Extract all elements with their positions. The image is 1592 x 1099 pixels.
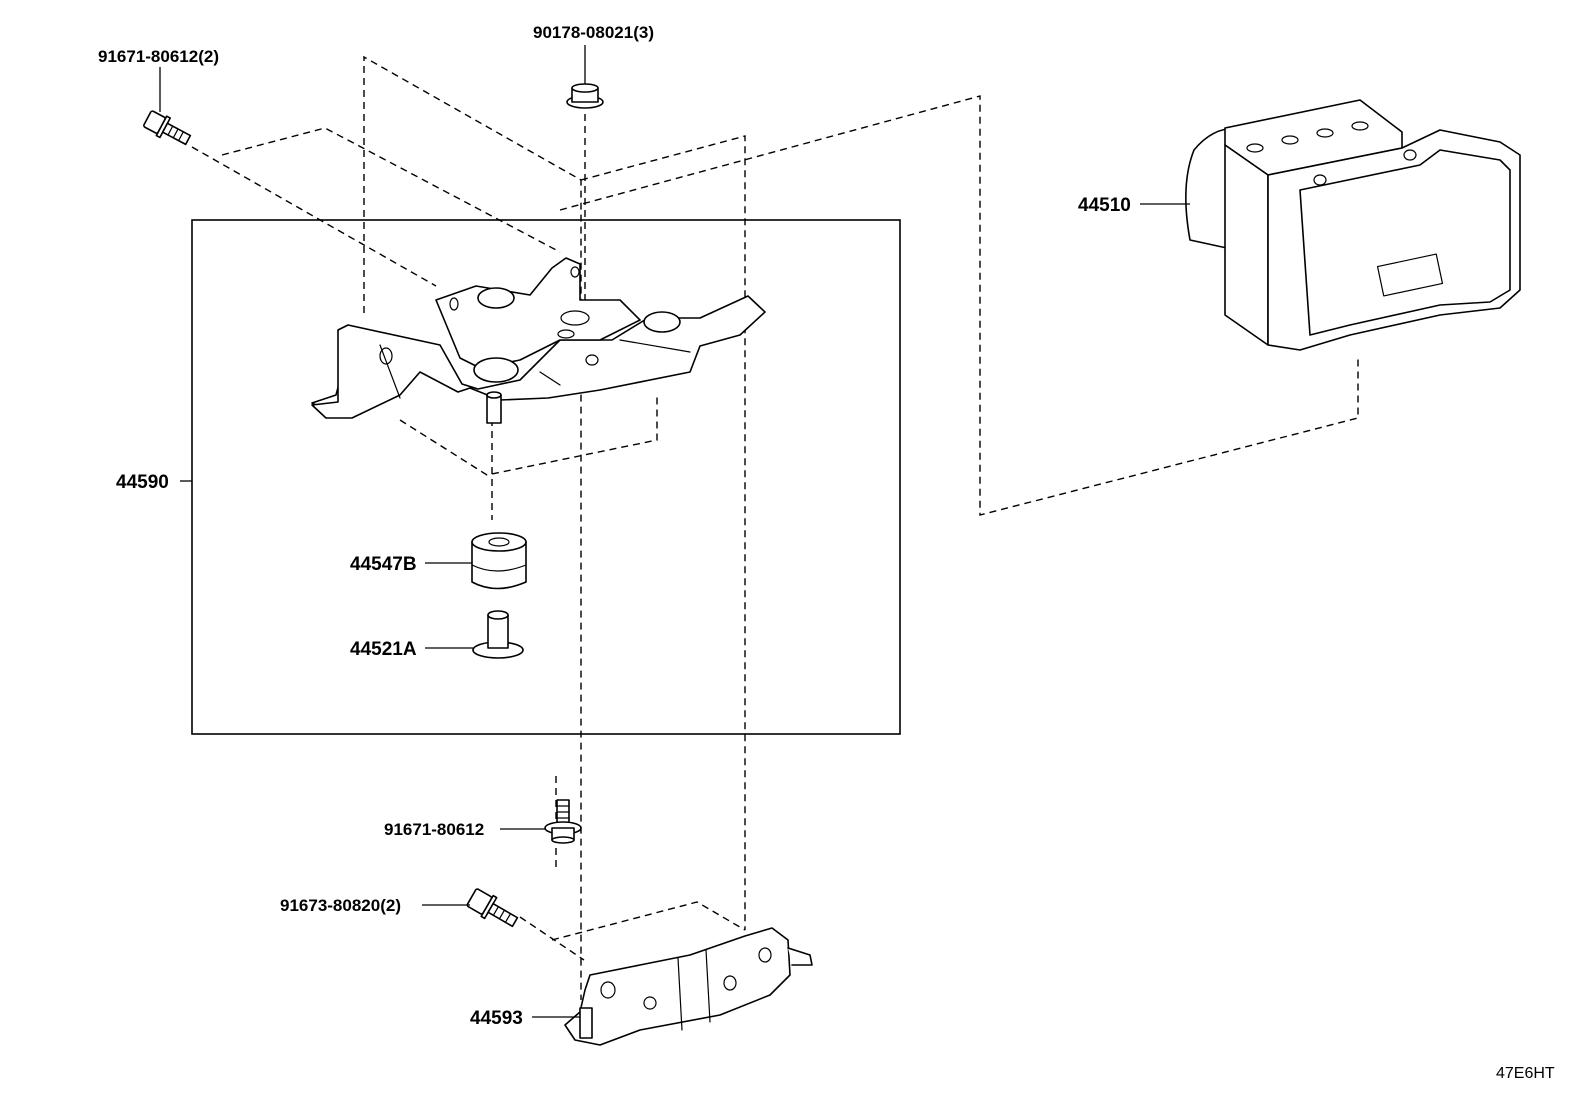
bracket-assembly-frame (191, 219, 901, 735)
diagram-code: 47E6HT (1496, 1065, 1555, 1082)
bolt-top-left-icon (143, 110, 192, 146)
main-bracket-icon (311, 257, 766, 424)
label-cushion: 44547B (350, 554, 417, 575)
lower-bracket-icon (564, 927, 813, 1046)
label-collar: 44521A (350, 639, 417, 660)
cushion-icon (471, 532, 527, 590)
nut-top-icon (566, 83, 604, 109)
label-bolt-low: 91673-80820(2) (280, 896, 401, 915)
label-bolt-top-left: 91671-80612(2) (98, 47, 219, 66)
label-bolt-mid: 91671-80612 (384, 820, 484, 839)
bolt-low-icon (466, 888, 519, 928)
label-actuator: 44510 (1078, 195, 1131, 216)
label-nut-top: 90178-08021(3) (533, 23, 654, 42)
label-lower-bracket: 44593 (470, 1008, 523, 1029)
collar-icon (472, 610, 524, 659)
bolt-mid-icon (544, 799, 582, 844)
actuator-icon (1185, 99, 1521, 351)
alignment-lines (191, 55, 1359, 1000)
label-bracket-assy: 44590 (116, 472, 169, 493)
